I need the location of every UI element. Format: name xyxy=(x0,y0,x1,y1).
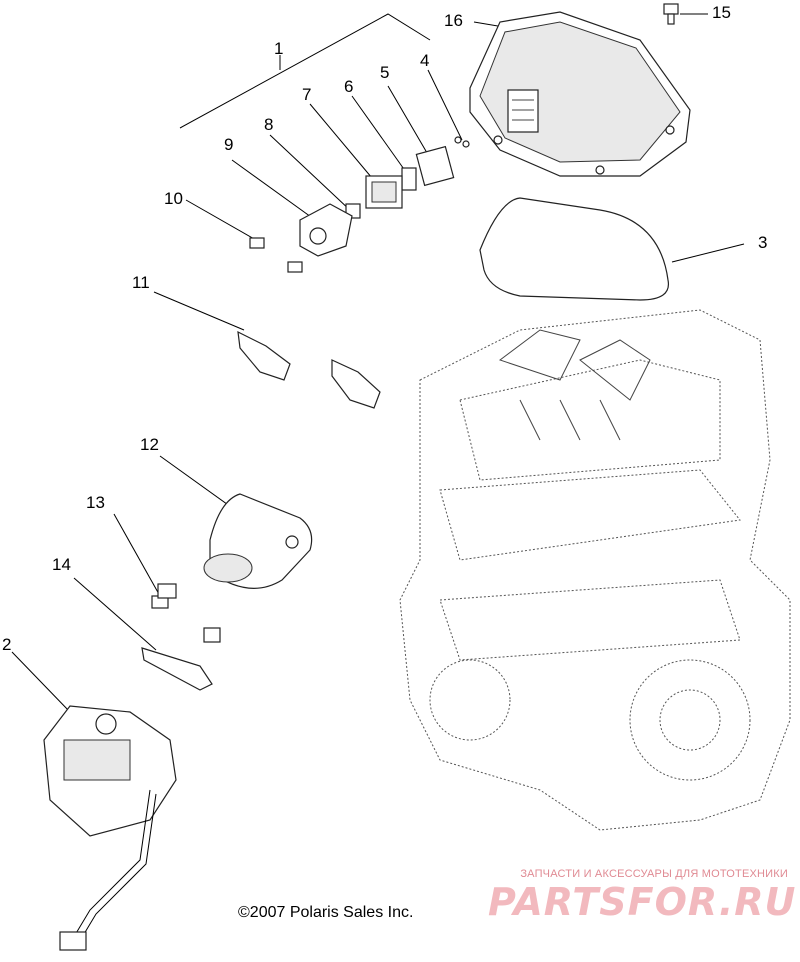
intake-boot-part xyxy=(203,493,313,589)
bolt-part-13 xyxy=(151,583,221,643)
callout-8: 8 xyxy=(264,115,274,134)
callout-9: 9 xyxy=(224,135,234,154)
callout-10: 10 xyxy=(164,189,183,208)
spark-plugs-part xyxy=(237,330,381,409)
callout-7: 7 xyxy=(302,85,312,104)
bolt-part-10 xyxy=(249,237,303,273)
valve-cover-part xyxy=(469,11,691,177)
leader-lines xyxy=(11,13,745,713)
callout-16: 16 xyxy=(444,11,463,30)
copyright-text: ©2007 Polaris Sales Inc. xyxy=(238,904,414,921)
callout-5: 5 xyxy=(380,63,390,82)
callout-11: 11 xyxy=(132,273,150,292)
callout-12: 12 xyxy=(140,435,159,454)
callout-2: 2 xyxy=(2,635,12,654)
small-parts-4-9 xyxy=(299,136,470,257)
watermark-tagline: ЗАПЧАСТИ И АКСЕССУАРЫ ДЛЯ МОТОТЕХНИКИ xyxy=(520,868,788,880)
callout-3: 3 xyxy=(758,233,768,252)
cover-gasket-part xyxy=(479,197,670,301)
watermark-logo: PARTSFOR.RU xyxy=(488,880,797,924)
callout-1: 1 xyxy=(274,39,284,58)
throttle-sensor-part xyxy=(43,705,177,951)
callout-4: 4 xyxy=(420,51,430,70)
engine-block xyxy=(399,309,791,831)
callout-14: 14 xyxy=(52,555,71,574)
callout-13: 13 xyxy=(86,493,105,512)
callout-6: 6 xyxy=(344,77,354,96)
sleeve-part xyxy=(141,647,213,691)
callout-15: 15 xyxy=(712,3,731,22)
bolt-part-15 xyxy=(663,3,679,25)
